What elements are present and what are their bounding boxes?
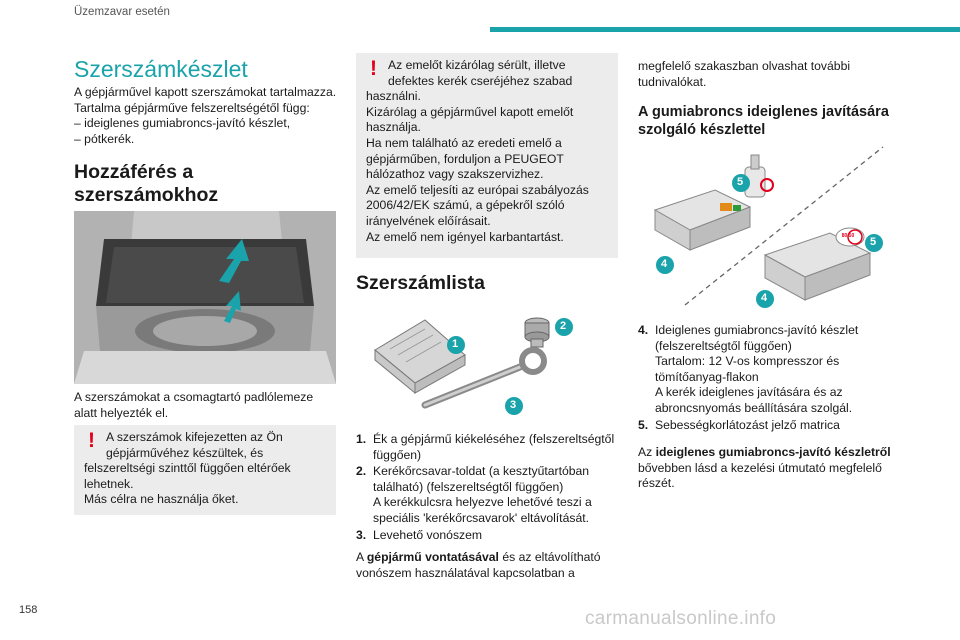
running-header: Üzemzavar esetén <box>74 6 170 18</box>
header-accent-bar <box>490 27 960 32</box>
warning-box-tools: ! A szerszámok kifejezetten az Ön gépjár… <box>74 425 336 515</box>
figure-label-5b: 5 <box>870 236 877 248</box>
figure-label-4a: 4 <box>661 258 668 270</box>
exclamation-icon: ! <box>370 57 377 80</box>
tools-list: 1.Ék a gépjármű kiékeléséhez (felszerelt… <box>356 432 618 543</box>
exclamation-icon: ! <box>88 429 95 452</box>
access-heading: Hozzáférés a szerszámokhoz <box>74 161 219 206</box>
repair-kit-heading: A gumiabroncs ideiglenes javítására szol… <box>638 104 889 138</box>
tools-illustration: 1 2 3 <box>370 305 590 420</box>
repair-kit-more-info: Az ideiglenes gumiabroncs-javító készlet… <box>638 445 891 491</box>
list-item: 3.Levehető vonószem <box>356 527 483 542</box>
page-title: Szerszámkészlet <box>74 56 248 82</box>
tools-heading: Szerszámlista <box>356 272 485 294</box>
list-item: 5.Sebességkorlátozást jelző matrica <box>638 417 840 432</box>
repair-kit-list: 4.Ideiglenes gumiabroncs-javító készlet … <box>638 323 900 433</box>
photo-caption: A szerszámokat a csomagtartó padlólemeze… <box>74 390 314 420</box>
continued-text: megfelelő szakaszban olvashat további tu… <box>638 59 851 89</box>
figure-label-2: 2 <box>560 320 567 332</box>
figure-label-1: 1 <box>452 338 459 350</box>
speed-sticker: 80 50 <box>841 233 855 239</box>
repair-kit-illustration: 80 50 5 5 4 4 <box>645 145 890 315</box>
watermark: carmanualsonline.info <box>585 608 777 629</box>
page-number: 158 <box>19 604 38 616</box>
list-item: 4.Ideiglenes gumiabroncs-javító készlet <box>638 323 859 337</box>
towing-text: A gépjármű vontatásával és az eltávolíth… <box>356 550 601 580</box>
figure-label-5a: 5 <box>737 176 744 188</box>
intro-text: A gépjárművel kapott szerszámokat tartal… <box>74 85 337 146</box>
list-item: 2.Kerékőrcsavar-toldat (a kesztyűtartóba… <box>356 464 590 479</box>
figure-label-3: 3 <box>510 399 517 411</box>
figure-label-4b: 4 <box>761 292 768 304</box>
trunk-photo <box>74 211 336 384</box>
list-item: 1.Ék a gépjármű kiékeléséhez (felszerelt… <box>356 432 615 446</box>
warning-box-jack: ! Az emelőt kizárólag sérült, illetve de… <box>356 53 618 258</box>
